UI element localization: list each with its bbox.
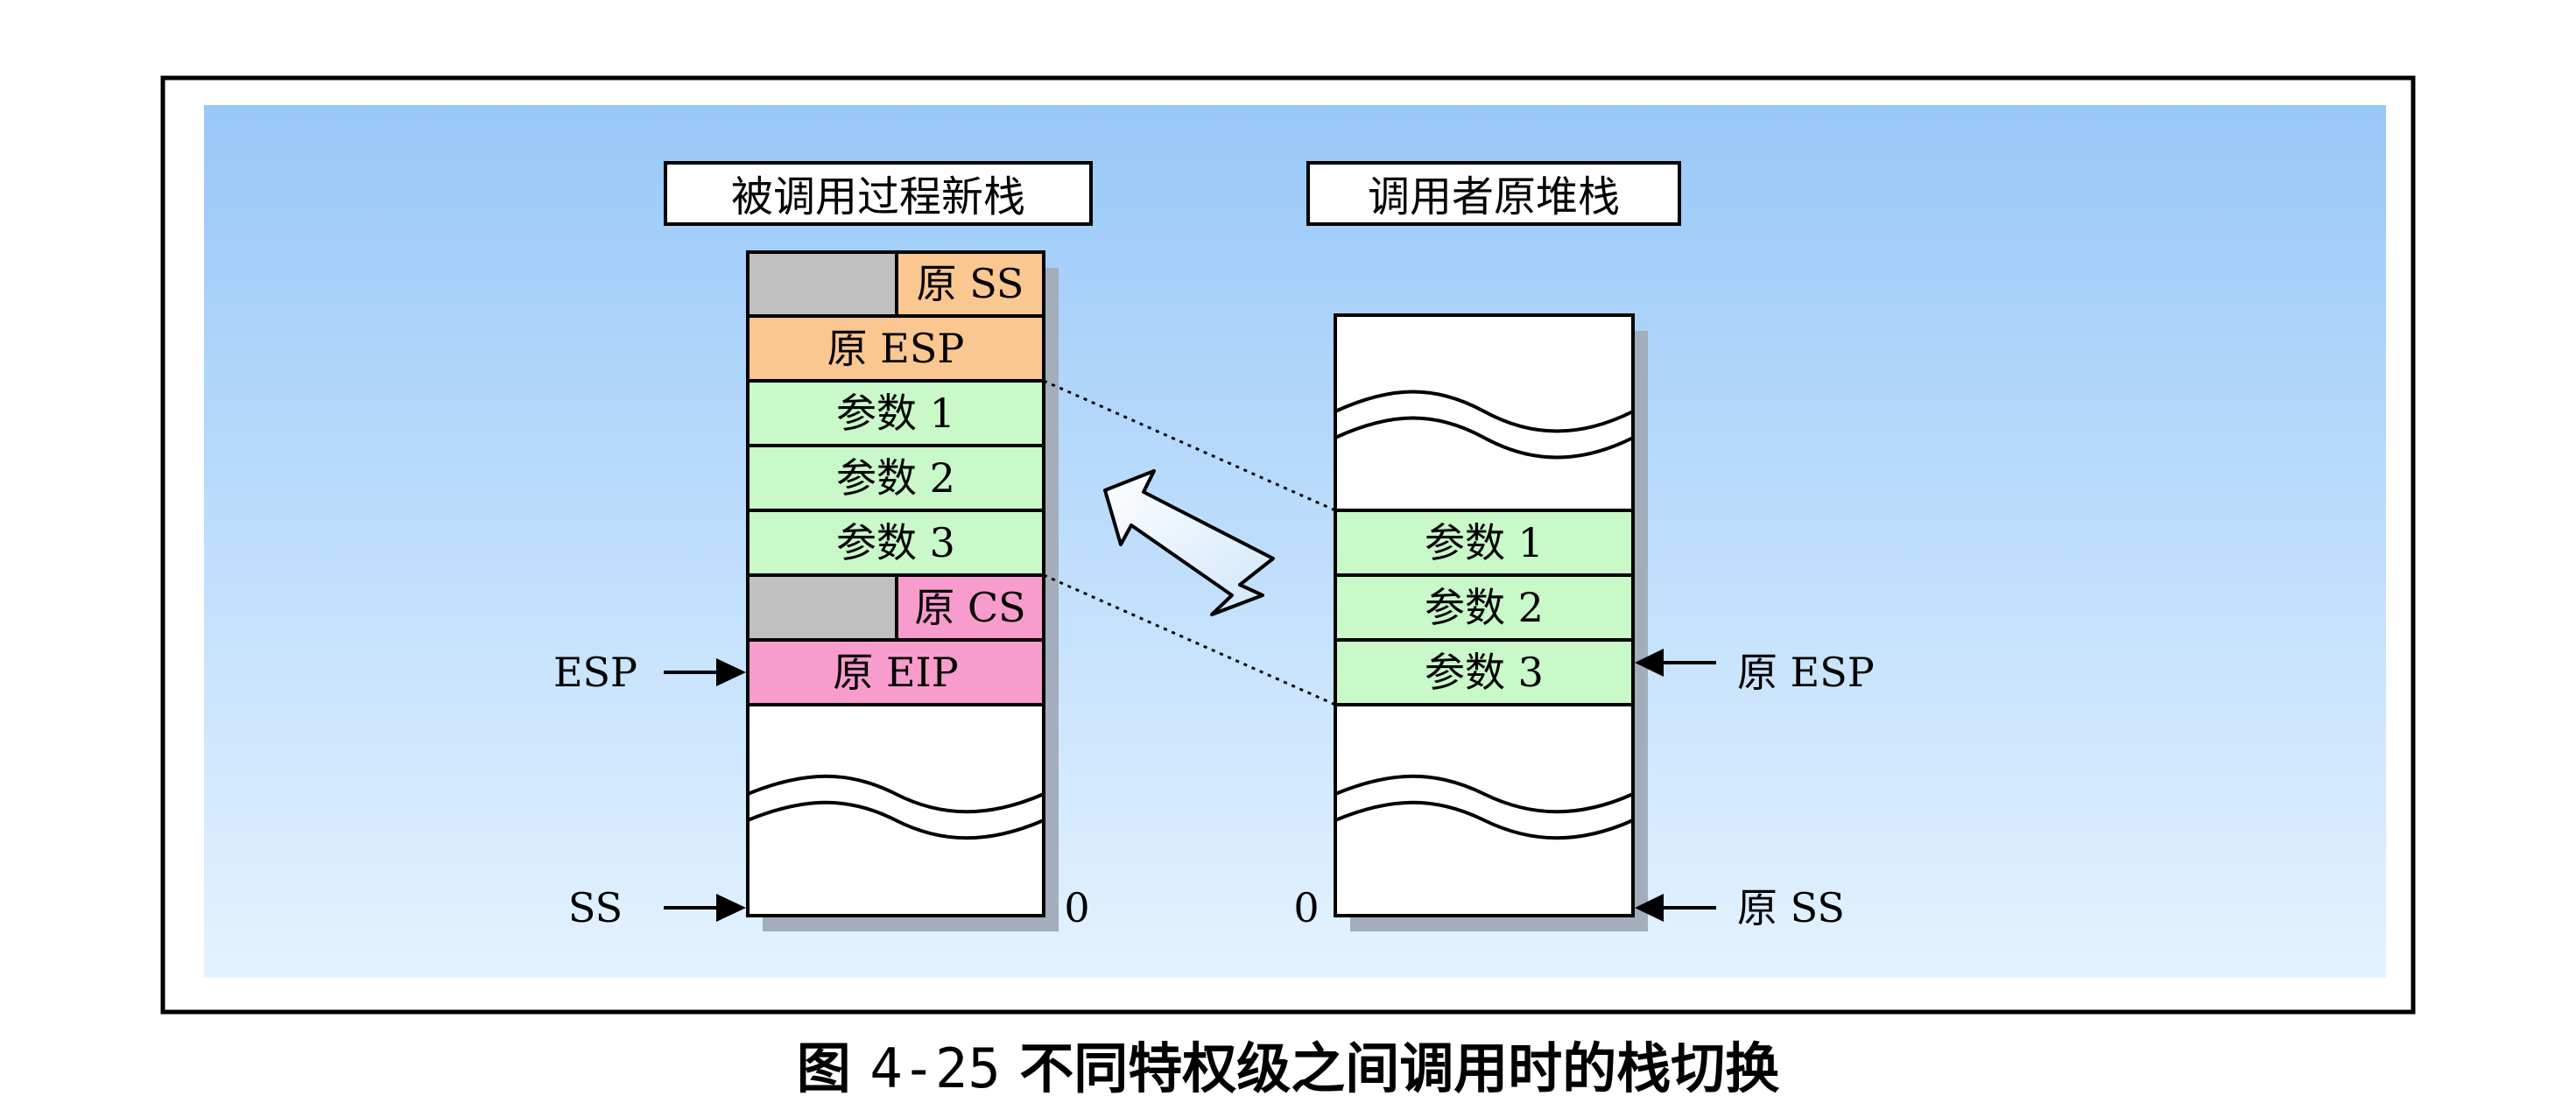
new-stack: 被调用过程新栈 原 SS 原 ESP 参数 1 参数 2 参数 3 原 CS 原…: [664, 161, 1093, 931]
new-stack-old-esp-label: 原 ESP: [827, 325, 965, 372]
new-stack-old-ss-label: 原 SS: [917, 260, 1024, 307]
old-ss-pointer-label: 原 SS: [1737, 884, 1845, 931]
old-ss-pointer-arrow-head: [1635, 894, 1664, 922]
old-stack-break-line-3: [1334, 774, 1634, 814]
old-stack-param2-label: 参数 2: [1425, 584, 1544, 631]
old-stack-break-line-4: [1334, 800, 1634, 840]
old-stack-title: 调用者原堆栈: [1368, 172, 1620, 221]
new-stack-break-line-2: [747, 800, 1045, 840]
new-stack-gray-cell-1: [746, 250, 898, 318]
new-stack-break-line-1: [747, 774, 1045, 814]
old-stack-param3-cell: [1334, 638, 1635, 706]
background-panel: [204, 105, 2386, 978]
new-stack-empty-area: [746, 703, 1045, 917]
old-stack-param3-label: 参数 3: [1425, 649, 1544, 696]
old-stack-title-box: [1306, 161, 1681, 226]
old-stack-break-line-1: [1334, 390, 1634, 433]
new-stack-old-eip-label: 原 EIP: [833, 649, 958, 696]
new-stack-title-box: [664, 161, 1093, 226]
old-stack-zero-label: 0: [1293, 884, 1319, 931]
old-stack-break-line-2: [1334, 416, 1634, 460]
new-stack-param3-label: 参数 3: [836, 519, 955, 566]
figure-caption: 图 4-25 不同特权级之间调用时的栈切换: [0, 1024, 2576, 1103]
copy-connector-bottom: [1043, 573, 1336, 706]
old-stack-lower-area: [1334, 703, 1635, 917]
new-stack-param3-cell: [746, 509, 1045, 577]
old-stack-param1-label: 参数 1: [1425, 519, 1544, 566]
new-stack-zero-label: 0: [1064, 884, 1089, 931]
esp-pointer-label: ESP: [553, 649, 637, 696]
caption-title: 不同特权级之间调用时的栈切换: [1019, 1036, 1780, 1100]
old-stack: 调用者原堆栈 参数 1 参数 2 参数 3: [1306, 161, 1681, 931]
esp-pointer-arrow-head: [716, 658, 746, 686]
new-stack-param2-label: 参数 2: [836, 454, 955, 502]
copy-direction-arrow: [1103, 469, 1275, 616]
new-stack-title: 被调用过程新栈: [731, 172, 1025, 221]
new-stack-old-cs-label: 原 CS: [914, 584, 1025, 631]
old-esp-pointer-arrow-head: [1635, 649, 1664, 677]
old-esp-pointer-label: 原 ESP: [1737, 649, 1875, 696]
caption-figure-number: 4-25: [869, 1036, 1001, 1100]
new-stack-old-eip-cell: [746, 638, 1045, 706]
new-stack-gray-cell-2: [746, 573, 898, 642]
copy-connector-top: [1043, 379, 1336, 512]
caption-figure-label: 图: [796, 1036, 851, 1100]
old-stack-param1-cell: [1334, 509, 1635, 577]
old-stack-param2-cell: [1334, 573, 1635, 642]
new-stack-param1-label: 参数 1: [836, 390, 955, 437]
ss-pointer-arrow-head: [716, 894, 746, 922]
ss-pointer-label: SS: [568, 884, 623, 931]
